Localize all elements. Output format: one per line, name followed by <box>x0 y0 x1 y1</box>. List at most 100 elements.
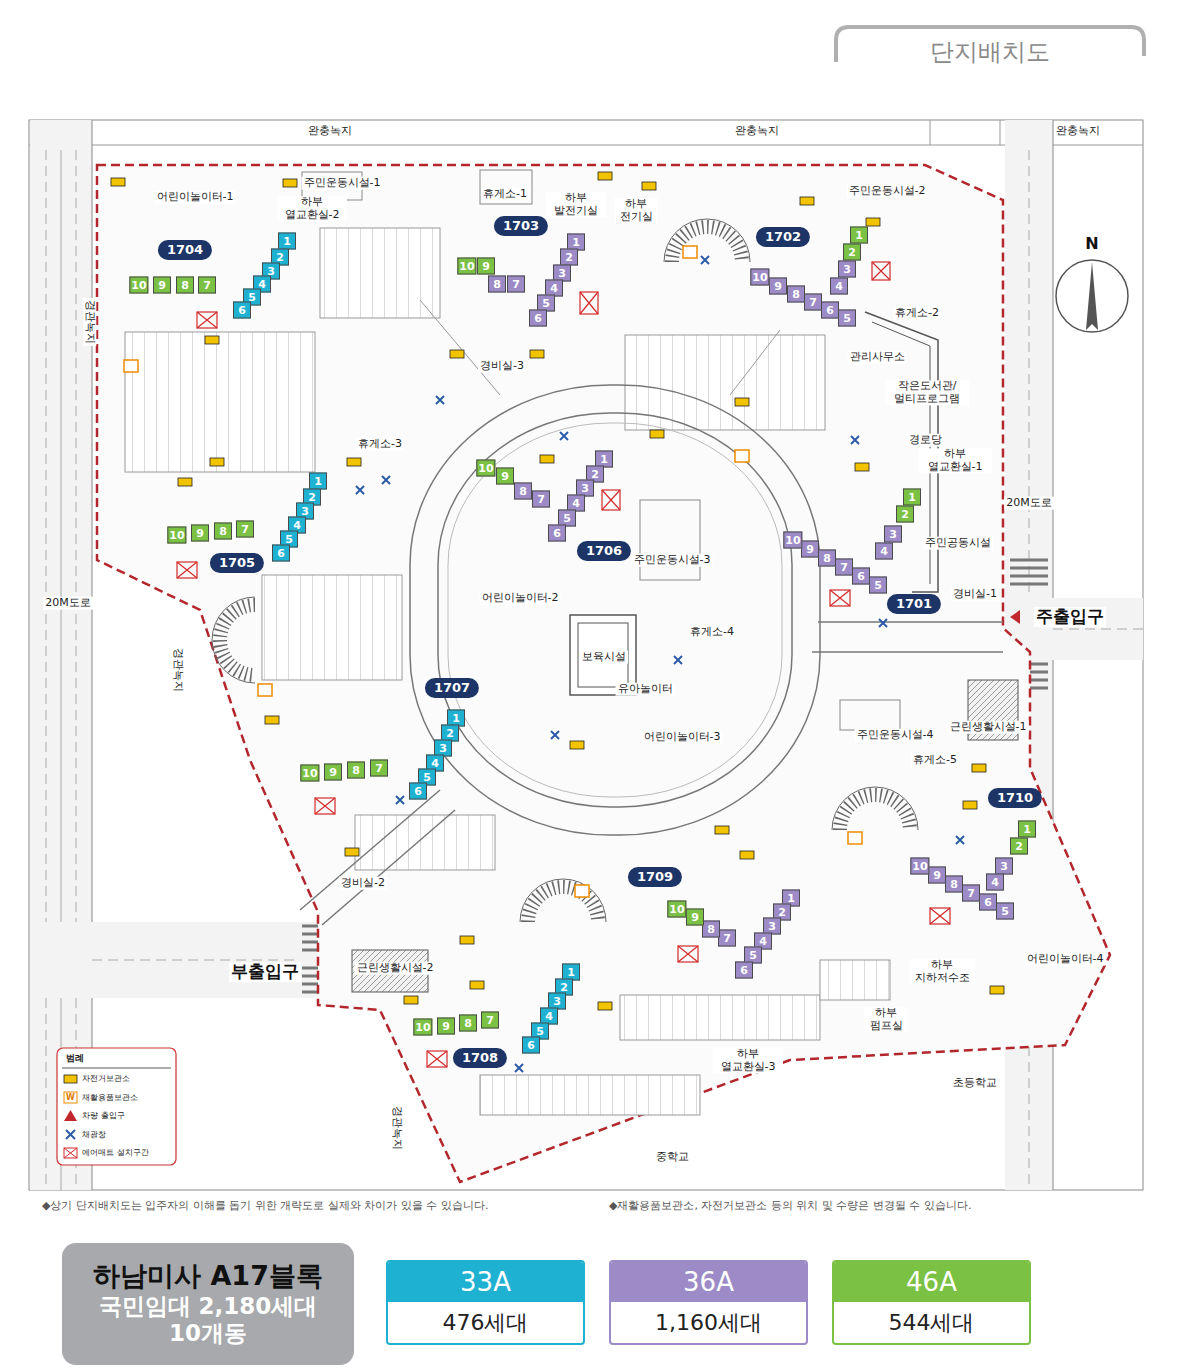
unit-box: 7 <box>962 885 980 902</box>
map-label: 초등학교 <box>951 1077 999 1090</box>
unit-number: 8 <box>519 485 527 498</box>
unit-box: 10 <box>457 258 476 275</box>
unit-number: 10 <box>459 260 474 273</box>
unit-number: 9 <box>442 1020 450 1033</box>
unit-box: 3 <box>995 858 1013 875</box>
map-label: 어린이놀이터-2 <box>480 592 561 605</box>
map-label: 하부 열교환실-2 <box>277 196 347 221</box>
map-label: 범례 <box>64 1053 86 1063</box>
footnote: ◆재활용품보관소, 자전거보관소 등의 위치 및 수량은 변경될 수 있습니다. <box>607 1200 973 1213</box>
unit-number: 7 <box>375 762 383 775</box>
unit-number: 2 <box>848 246 856 259</box>
map-label: 하부 열교환실-1 <box>918 448 992 473</box>
unit-box: 10 <box>667 901 686 918</box>
unit-number: 4 <box>880 545 888 558</box>
unit-type-header: 33A <box>388 1262 583 1302</box>
map-label: 20M도로 <box>1004 497 1054 510</box>
building-number: 1709 <box>637 869 673 884</box>
legend-text: 자전거보관소 <box>82 1075 130 1084</box>
unit-number: 7 <box>486 1014 494 1027</box>
unit-box: 8 <box>945 876 963 893</box>
unit-number: 4 <box>572 497 580 510</box>
unit-box: 3 <box>884 526 902 543</box>
unit-box: 6 <box>548 525 566 542</box>
map-label: 주민운동시설-3 <box>632 554 713 567</box>
unit-number: 10 <box>415 1021 430 1034</box>
unit-box: 8 <box>214 523 232 540</box>
unit-number: 6 <box>534 312 542 325</box>
unit-number: 10 <box>169 529 184 542</box>
building-number: 1706 <box>586 543 622 558</box>
unit-type-name: 46A <box>906 1267 957 1297</box>
unit-box: 1 <box>1018 821 1036 838</box>
unit-number: 6 <box>826 304 834 317</box>
unit-number: 10 <box>131 279 146 292</box>
legend-text: 채광창 <box>82 1130 106 1139</box>
unit-number: 5 <box>542 297 550 310</box>
unit-box: 10 <box>476 460 495 477</box>
unit-number: 10 <box>785 534 800 547</box>
unit-box: 7 <box>835 559 853 576</box>
unit-box: 9 <box>324 764 342 781</box>
unit-number: 9 <box>774 280 782 293</box>
unit-box: 5 <box>996 903 1014 920</box>
map-label: 경비실-1 <box>951 588 999 601</box>
unit-number: 5 <box>1001 905 1009 918</box>
legend-text: 차량 출입구 <box>82 1112 125 1121</box>
building-badge: 1701 <box>887 594 941 614</box>
unit-box: 10 <box>750 269 769 286</box>
unit-box: 4 <box>986 874 1004 891</box>
unit-number: 9 <box>691 911 699 924</box>
footnote: ◆상기 단지배치도는 입주자의 이해를 돕기 위한 개략도로 실제와 차이가 있… <box>40 1200 490 1213</box>
map-label: 부출입구 <box>229 962 301 982</box>
household-count: 476세대 <box>443 1308 529 1338</box>
unit-number: 1 <box>572 236 580 249</box>
map-label: 휴게소-4 <box>688 626 736 639</box>
unit-number: 3 <box>558 267 566 280</box>
unit-box: 2 <box>896 506 914 523</box>
unit-number: 9 <box>482 260 490 273</box>
unit-number: 5 <box>843 312 851 325</box>
unit-type-header: 46A <box>834 1262 1029 1302</box>
unit-type-box: 33A 476세대 <box>386 1260 585 1345</box>
unit-number: 8 <box>792 288 800 301</box>
building-badge: 1707 <box>425 678 479 698</box>
unit-number: 4 <box>835 280 843 293</box>
unit-box: 8 <box>702 921 720 938</box>
unit-number: 6 <box>527 1039 535 1052</box>
unit-number: 4 <box>991 876 999 889</box>
building-number: 1704 <box>167 242 203 257</box>
building-badge: 1704 <box>158 240 212 260</box>
unit-number: 8 <box>219 525 227 538</box>
unit-box: 6 <box>522 1037 540 1054</box>
unit-number: 4 <box>545 1010 553 1023</box>
building-number: 1702 <box>765 229 801 244</box>
map-label: 하부 펌프실 <box>864 1007 908 1032</box>
map-label: 중학교 <box>654 1151 691 1164</box>
unit-number: 1 <box>908 491 916 504</box>
unit-box: 1 <box>850 227 868 244</box>
unit-number: 7 <box>840 561 848 574</box>
unit-number: 2 <box>901 508 909 521</box>
map-label: 휴게소-1 <box>481 188 529 201</box>
unit-number: 1 <box>283 235 291 248</box>
unit-box: 5 <box>838 310 856 327</box>
map-label: 보육시설 <box>580 651 628 664</box>
unit-box: 6 <box>529 310 547 327</box>
unit-type-body: 476세대 <box>388 1302 583 1343</box>
unit-type-box: 36A1,160세대 <box>609 1260 808 1345</box>
unit-number: 2 <box>446 727 454 740</box>
unit-box: 8 <box>176 277 194 294</box>
map-label: 휴게소-2 <box>893 307 941 320</box>
map-label: 주민운동시설-1 <box>302 177 383 190</box>
unit-box: 10 <box>413 1019 432 1036</box>
unit-type-header: 36A <box>611 1262 806 1302</box>
map-label: 주민공동시설 <box>923 537 993 550</box>
map-label: 경관녹지 <box>84 298 97 346</box>
unit-box: 6 <box>272 545 290 562</box>
map-label: 근린생활시설-1 <box>948 721 1029 734</box>
unit-number: 6 <box>984 896 992 909</box>
map-label: 근린생활시설-2 <box>355 962 436 975</box>
unit-number: 1 <box>452 712 460 725</box>
unit-box: 4 <box>830 278 848 295</box>
